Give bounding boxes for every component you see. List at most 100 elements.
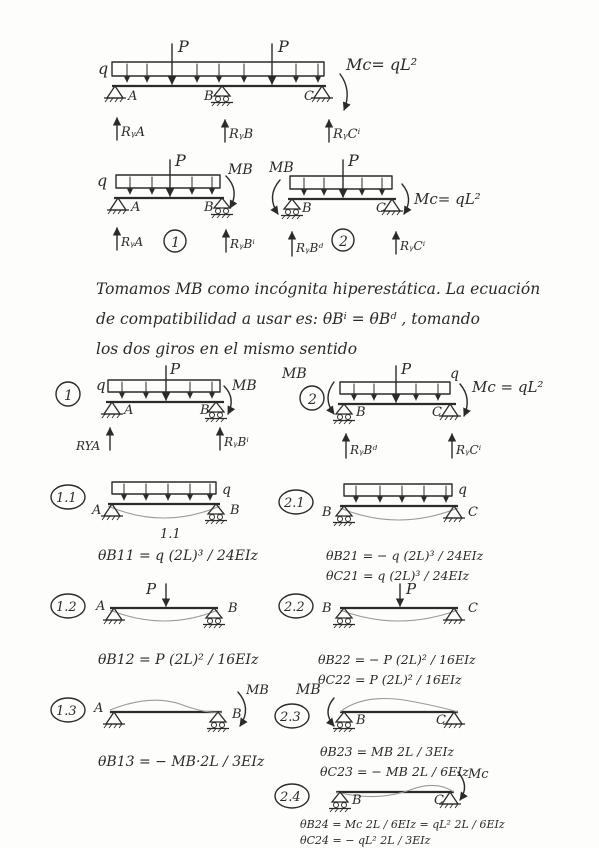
support-label: B (203, 89, 214, 104)
deflection-curve (107, 505, 221, 519)
case-number: 2 (338, 234, 348, 250)
support-label: B (355, 405, 366, 420)
distributed-load-box (343, 483, 453, 497)
roller-support-icon (332, 505, 356, 527)
distributed-load-box (107, 379, 221, 393)
case-number: 2.3 (279, 710, 301, 725)
moment-arrow (237, 691, 248, 727)
subcase-2-4: 2.4 B C Mc θB24 = Mc 2L / 6EIz = qL² 2L … (274, 767, 505, 847)
case-number-circle (331, 228, 355, 252)
reaction-label: RᵧBᵈ (349, 443, 377, 457)
case-number-circle (299, 385, 325, 411)
support-label: B (321, 505, 332, 520)
paragraph-line: los dos giros en el mismo sentido (96, 340, 358, 358)
support-label: A (91, 503, 101, 518)
reaction-label: RYA (75, 439, 101, 453)
subcase-2-2: 2.2 P B C θB22 = − P (2L)² / 16EIz θC22 … (278, 580, 478, 687)
moment-label: MB (268, 160, 294, 176)
support-label: B (229, 503, 240, 518)
moment-arrow (270, 179, 281, 215)
support-label: B (355, 713, 366, 728)
pin-support-icon (100, 503, 124, 521)
pin-support-icon (310, 85, 334, 103)
support-label: B (227, 601, 238, 616)
load-arrows (124, 63, 321, 83)
rotation-equation: θC21 = q (2L)³ / 24EIz (326, 568, 470, 583)
point-load-label: P (169, 360, 181, 378)
pin-support-icon (438, 403, 462, 421)
rotation-equation: θB23 = MB 2L / 3EIz (320, 744, 454, 759)
point-load-label: P (277, 37, 289, 56)
rotation-equation: θB21 = − q (2L)³ / 24EIz (326, 548, 484, 563)
case-2-diagram: 2 MB P q B C Mc = qL² RᵧBᵈ RᵧCⁱ (281, 360, 543, 459)
load-q-label: q (98, 59, 108, 78)
reaction-label: RᵧA (120, 235, 144, 249)
subcase-1-2: 1.2 P A B θB12 = P (2L)² / 16EIz (50, 580, 259, 668)
support-label: C (376, 201, 386, 216)
moment-label: Mc = qL² (471, 378, 543, 396)
moment-arrow (339, 73, 351, 111)
pin-support-icon (100, 401, 124, 419)
deflection-curve (335, 784, 455, 798)
moment-label: MB (281, 366, 307, 382)
load-q-label: q (97, 171, 107, 190)
rotation-equation: θC23 = − MB 2L / 6EIz (320, 764, 469, 779)
rotation-equation: θC24 = − qL² 2L / 3EIz (300, 834, 431, 847)
load-q-label: q (96, 376, 106, 394)
support-label: C (468, 505, 478, 520)
reaction-label: RᵧCⁱ (399, 239, 426, 253)
subcase-1-1: 1.1 q A B 1.1 θB11 = q (2L)³ / 24EIz (50, 481, 258, 564)
point-load-label: P (174, 151, 186, 170)
deflection-curve (339, 609, 459, 622)
roller-support-icon (332, 403, 356, 425)
case-number: 1 (171, 235, 180, 251)
compatibility-paragraph: Tomamos MB como incógnita hiperestática.… (96, 274, 586, 364)
reaction-label: RᵧBⁱ (223, 435, 249, 449)
subcase-2-3: 2.3 MB B C θB23 = MB 2L / 3EIz θC23 = − … (274, 682, 469, 779)
moment-label: Mc= qL² (413, 190, 481, 208)
support-label: A (130, 200, 140, 215)
rotation-equation: θC22 = P (2L)² / 16EIz (318, 672, 462, 687)
support-label: A (93, 701, 103, 716)
rotation-equation: θB12 = P (2L)² / 16EIz (98, 652, 259, 668)
point-load-label: P (347, 151, 359, 170)
rotation-equation: θB24 = Mc 2L / 6EIz = qL² 2L / 6EIz (300, 818, 505, 831)
case-number: 2.1 (283, 496, 305, 511)
deflection-curve (109, 609, 219, 622)
support-label: B (203, 200, 214, 215)
roller-support-icon (210, 85, 234, 107)
subcase-caption: 1.1 (160, 527, 181, 542)
reaction-label: RᵧCⁱ (455, 443, 482, 457)
load-arrows (121, 483, 213, 501)
subcase-1-3: 1.3 A B MB θB13 = − MB·2L / 3EIz (50, 683, 269, 770)
point-load-label: P (145, 580, 157, 598)
support-label: B (321, 601, 332, 616)
full-beam-diagram: q P P A B C Mc= qL² RᵧA RᵧB RᵧCⁱ (98, 37, 417, 143)
moment-arrow (459, 383, 471, 417)
support-label: C (432, 405, 442, 420)
pin-support-icon (106, 197, 130, 215)
support-label: B (199, 403, 210, 418)
distributed-load-box (339, 381, 451, 395)
load-arrows (353, 485, 449, 503)
reaction-label: RᵧB (228, 127, 253, 142)
case-number: 1.1 (56, 491, 77, 506)
support-label: C (434, 793, 444, 808)
moment-label: MB (231, 378, 257, 394)
support-label: A (123, 403, 133, 418)
pin-support-icon (442, 711, 466, 729)
moment-label: Mc= qL² (345, 55, 417, 74)
load-arrows (127, 176, 215, 195)
load-arrows (301, 177, 385, 196)
case-number-circle (55, 381, 81, 407)
moment-arrow (325, 697, 335, 727)
support-label: A (127, 89, 137, 104)
case-number-circle (278, 593, 314, 619)
case-number: 2.2 (283, 600, 305, 615)
paragraph-line: de compatibilidad a usar es: θBⁱ = θBᵈ ,… (96, 310, 480, 328)
point-load-label: P (405, 580, 417, 598)
deflection-curve (339, 697, 459, 713)
case-number: 2.4 (279, 790, 301, 805)
moment-arrow (457, 771, 468, 801)
reaction-label: RᵧCⁱ (332, 127, 361, 142)
